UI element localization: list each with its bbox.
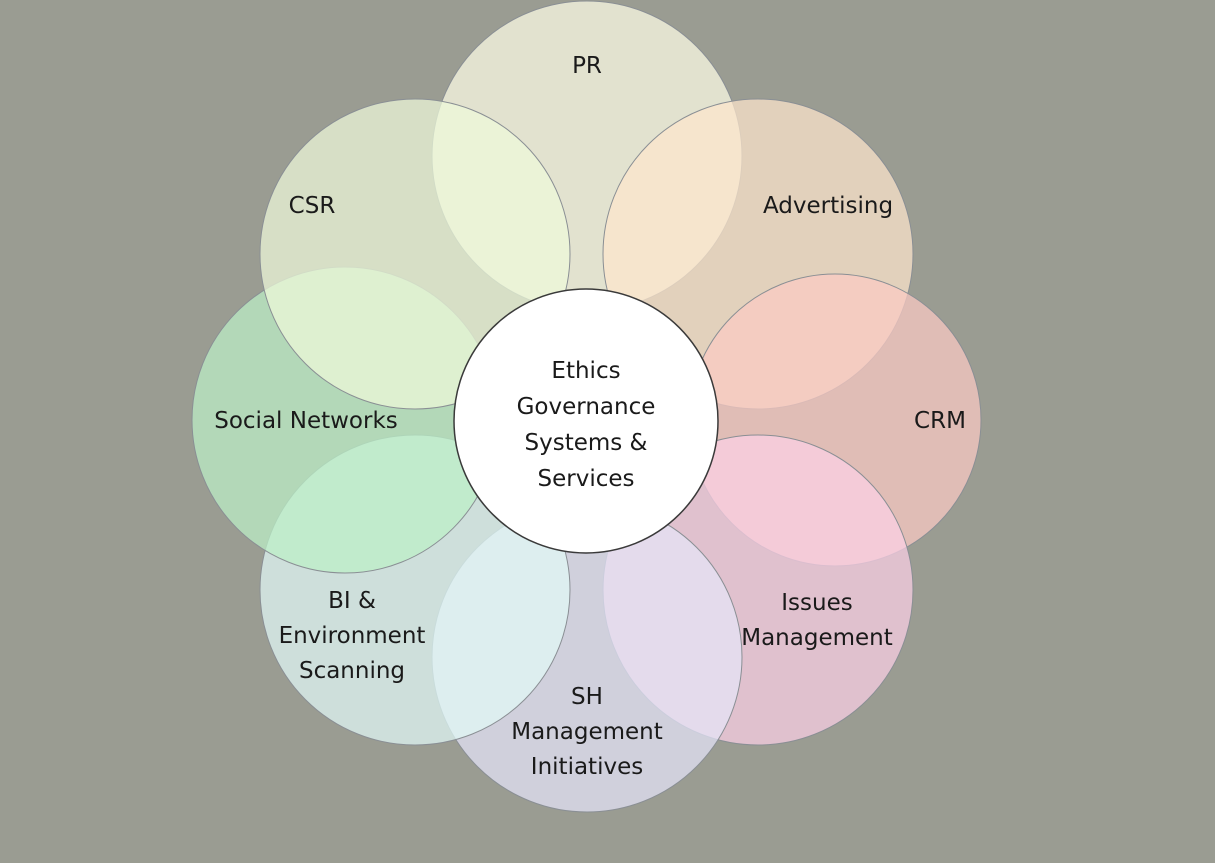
label-issues-management: Issues [781, 590, 852, 616]
center-label: Services [538, 466, 635, 492]
label-issues-management: Management [741, 625, 893, 651]
label-sh-management-initiatives: SH [571, 684, 603, 710]
label-advertising: Advertising [763, 193, 893, 219]
label-social-networks: Social Networks [214, 408, 398, 434]
center-label: Systems & [525, 430, 648, 456]
label-bi-environment-scanning: BI & [328, 588, 376, 614]
label-bi-environment-scanning: Environment [279, 623, 426, 649]
label-sh-management-initiatives: Management [511, 719, 663, 745]
label-crm: CRM [914, 408, 966, 434]
label-csr: CSR [289, 193, 336, 219]
label-pr: PR [572, 53, 602, 79]
label-bi-environment-scanning: Scanning [299, 658, 405, 684]
center-label: Ethics [551, 358, 620, 384]
center-label: Governance [517, 394, 656, 420]
label-sh-management-initiatives: Initiatives [531, 754, 643, 780]
center-circle [453, 288, 719, 554]
